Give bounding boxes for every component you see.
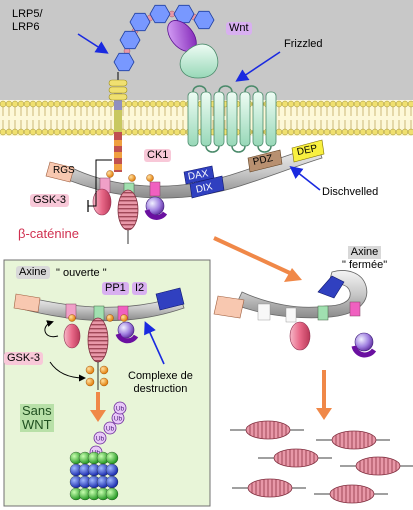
lrp-receptor (108, 4, 215, 172)
axin-closed (213, 270, 377, 358)
proteasome (69, 451, 119, 501)
ck1-label: CK1 (144, 149, 172, 162)
gsk3-box-label: GSK-3 (4, 352, 44, 365)
i2-label: I2 (132, 282, 148, 295)
svg-text:Ub: Ub (96, 436, 105, 443)
axine-fermee-label: Axine " fermée" (342, 246, 387, 272)
sans-wnt-line2: WNT (20, 417, 54, 432)
dishevelled-label: Dischvelled (322, 186, 379, 198)
pp1-label: PP1 (102, 282, 129, 295)
frizzled-label: Frizzled (284, 38, 323, 50)
rgs-label: RGS (53, 165, 75, 176)
ouverte-label: " ouverte " (56, 267, 107, 279)
svg-text:Ub: Ub (116, 406, 125, 413)
flow-arrows (213, 236, 332, 420)
svg-text:Ub: Ub (106, 426, 115, 433)
wnt-label: Wnt (226, 22, 252, 35)
sans-wnt-label: Sans WNT (20, 404, 54, 432)
svg-text:Ub: Ub (114, 416, 123, 423)
axin-bar-top (45, 139, 325, 199)
complexe-line1: Complexe de (128, 370, 193, 382)
pointer-arrows (77, 33, 321, 191)
sans-wnt-line1: Sans (20, 403, 54, 418)
inset-panel: UbUbUbUbUb (3, 259, 211, 507)
beta-catenin-top (87, 159, 168, 244)
complexe-line2: destruction (133, 383, 188, 395)
complexe-label: Complexe de destruction (128, 370, 193, 396)
axine-ouverte-label: Axine (16, 266, 50, 279)
lrp-label-line2: LRP6 (12, 21, 40, 33)
axine-fermee-line1: Axine (347, 246, 382, 259)
free-beta-catenin (230, 420, 413, 504)
gsk3-top-label: GSK-3 (30, 194, 70, 207)
axine-fermee-line2: " fermée" (342, 259, 388, 271)
lrp-label-line1: LRP5/ (12, 8, 43, 20)
beta-catenin-label: β-caténine (18, 226, 79, 241)
lrp-label: LRP5/ LRP6 (12, 8, 43, 34)
frizzled-receptor (179, 43, 277, 153)
